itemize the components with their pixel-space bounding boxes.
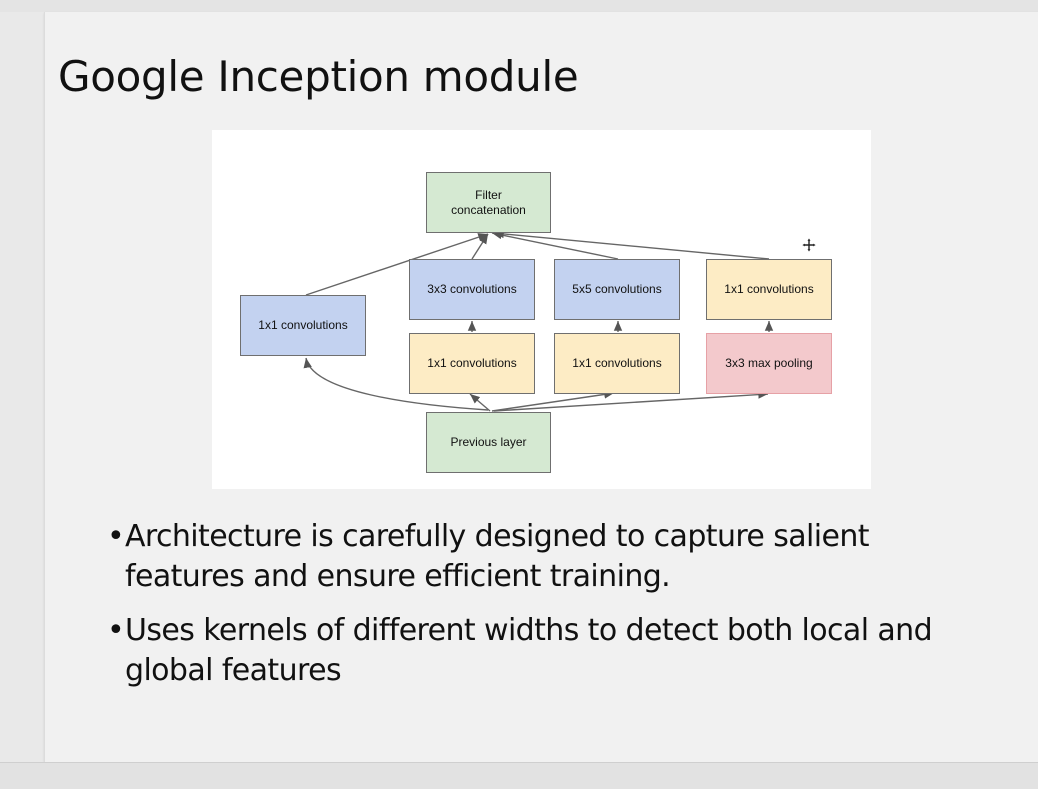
bullet-text: Architecture is carefully designed to ca… <box>125 519 870 594</box>
max-pooling-node: 3x3 max pooling <box>706 333 832 394</box>
arrow-5x5-to-concat <box>491 230 619 260</box>
bullet-list: • Architecture is carefully designed to … <box>107 517 987 705</box>
window-top-strip <box>0 0 1038 12</box>
conv-5x5-node: 5x5 convolutions <box>554 259 680 320</box>
bullet-dot: • <box>107 613 125 648</box>
left-1x1-convolutions-node: 1x1 convolutions <box>240 295 366 356</box>
reduce-1x1-a-node: 1x1 convolutions <box>409 333 535 394</box>
move-cursor-icon <box>802 238 816 253</box>
reduce-1x1-b-node: 1x1 convolutions <box>554 333 680 394</box>
inception-diagram: Filter concatenation 1x1 convolutions 3x… <box>212 130 871 489</box>
arrow-prev-to-reduce-a <box>469 393 491 412</box>
arrow-prev-to-reduce-b <box>491 390 615 412</box>
filter-concatenation-node: Filter concatenation <box>426 172 551 233</box>
bullet-text: Uses kernels of different widths to dete… <box>125 613 933 688</box>
bullet-item: • Uses kernels of different widths to de… <box>107 611 987 691</box>
previous-layer-node: Previous layer <box>426 412 551 473</box>
arrow-3x3-to-concat <box>471 233 489 260</box>
conv-3x3-node: 3x3 convolutions <box>409 259 535 320</box>
arrow-left-1x1-to-concat <box>305 233 489 296</box>
diagram-arrows <box>303 229 774 412</box>
arrow-prev-to-left-1x1 <box>303 357 489 411</box>
arrow-prev-to-maxpool <box>493 390 769 412</box>
slide-canvas[interactable]: Google Inception module <box>44 12 1038 762</box>
bottom-status-bar <box>0 762 1038 789</box>
slide-title: Google Inception module <box>58 52 579 101</box>
right-1x1-convolutions-node: 1x1 convolutions <box>706 259 832 320</box>
bullet-dot: • <box>107 519 125 554</box>
arrow-right-1x1-to-concat <box>493 229 770 260</box>
bullet-item: • Architecture is carefully designed to … <box>107 517 987 597</box>
